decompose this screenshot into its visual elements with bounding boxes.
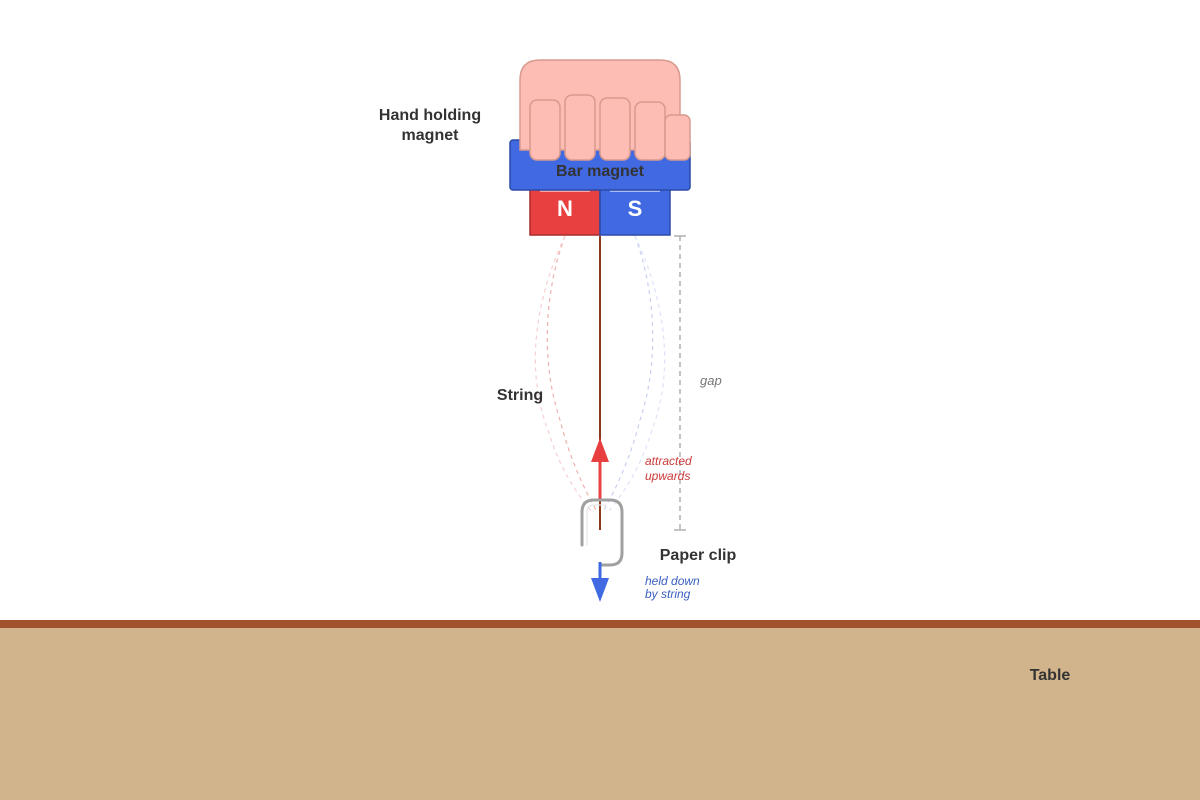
gap-indicator (674, 235, 686, 531)
attracted-label-line2: upwards (645, 469, 690, 483)
table-label: Table (1030, 667, 1071, 684)
held-down-label-line1: held down (645, 574, 700, 588)
paper-clip (580, 498, 624, 567)
finger-4 (634, 101, 666, 161)
south-pole-label: S (628, 196, 643, 221)
table-edge (0, 620, 1200, 628)
gap-label: gap (700, 373, 722, 388)
attracted-label-line1: attracted (645, 454, 692, 468)
table-surface (0, 628, 1200, 800)
finger-2 (564, 94, 596, 161)
string-label: String (497, 387, 543, 404)
bar-magnet-label: Bar magnet (556, 163, 645, 180)
finger-1 (529, 99, 561, 161)
field-line-left-inner (546, 235, 597, 511)
attraction-arrow-head (591, 438, 609, 462)
south-pole (599, 184, 671, 236)
field-lines (534, 235, 666, 513)
string-force-arrow-head (591, 578, 609, 602)
hand-label-line2: magnet (402, 127, 460, 144)
held-down-label-line2: by string (645, 587, 691, 601)
thumb (664, 114, 691, 161)
hand-label-line1: Hand holding (379, 107, 481, 124)
north-pole-label: N (557, 196, 573, 221)
finger-3 (599, 97, 631, 161)
hand (519, 59, 691, 161)
field-line-left-outer (534, 235, 593, 513)
paper-clip-label: Paper clip (660, 547, 737, 564)
field-line-right-outer (607, 235, 666, 513)
